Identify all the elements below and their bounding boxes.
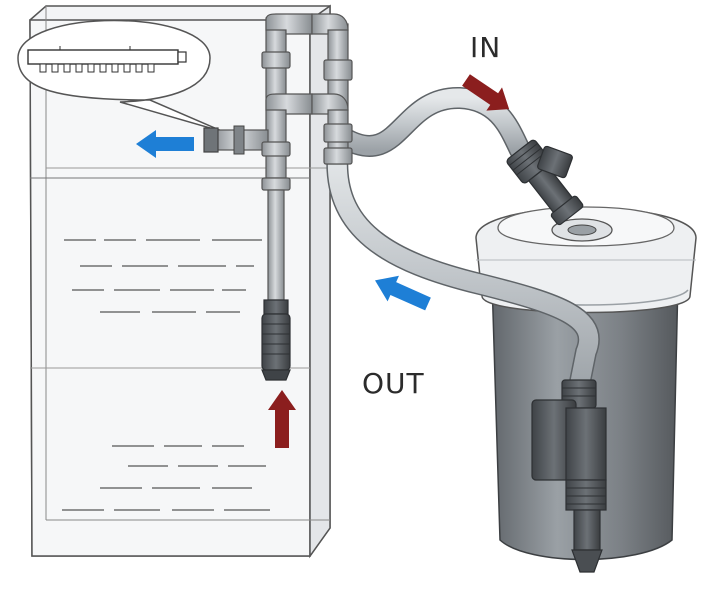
inlet-valve — [506, 139, 584, 226]
water-ripple-lines — [62, 239, 270, 511]
spray-bar — [27, 46, 187, 73]
intake-flow-arrow — [268, 390, 296, 448]
outlet-valve — [531, 379, 607, 573]
out-flow-arrow-hose — [375, 275, 431, 311]
in-flow-arrow — [462, 74, 510, 111]
tank-plumbing — [203, 13, 353, 381]
valve-handle — [537, 145, 573, 179]
spray-bar-callout — [17, 19, 225, 133]
outlet-label: OUT — [362, 367, 425, 400]
inlet-label: IN — [470, 31, 502, 64]
arrow-icon — [136, 74, 510, 448]
out-flow-arrow-tank — [136, 130, 194, 158]
